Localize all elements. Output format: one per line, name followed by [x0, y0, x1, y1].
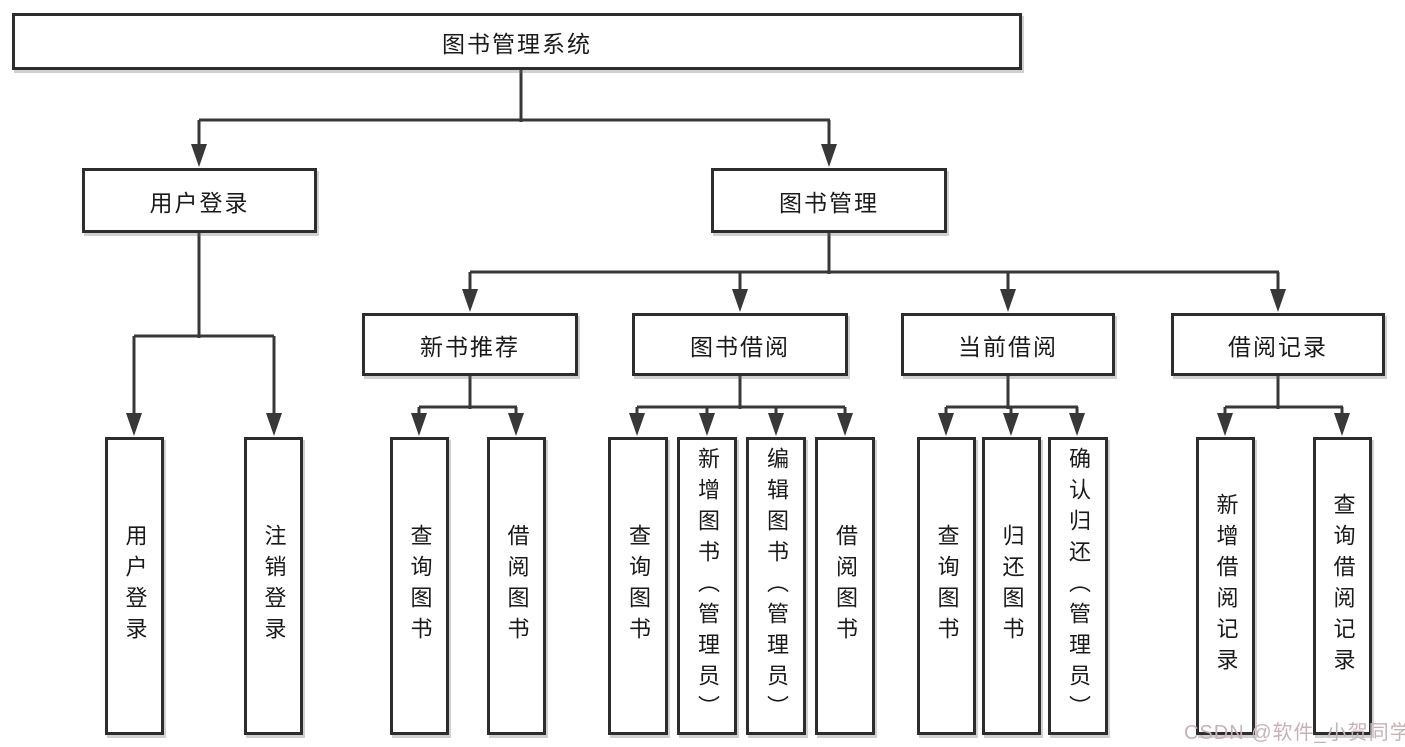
- node-book-management: 图书管理: [711, 168, 947, 233]
- leaf-add-borrow-record: 新增借阅记录: [1196, 437, 1255, 735]
- leaf-confirm-return-admin: 确认归还（管理员）: [1048, 437, 1108, 735]
- csdn-watermark: CSDN @软件_小贺同学: [1184, 722, 1405, 744]
- node-book-borrowing: 图书借阅: [632, 313, 848, 376]
- leaf-borrow-books-1: 借阅图书: [487, 437, 546, 735]
- leaf-borrow-books-2: 借阅图书: [815, 437, 875, 735]
- node-user-login: 用户登录: [82, 168, 317, 233]
- leaf-query-borrow-record: 查询借阅记录: [1313, 437, 1372, 735]
- leaf-query-books-1: 查询图书: [390, 437, 449, 735]
- leaf-add-book-admin: 新增图书（管理员）: [677, 437, 737, 735]
- leaf-query-books-2: 查询图书: [608, 437, 668, 735]
- leaf-logout: 注销登录: [244, 437, 303, 735]
- leaf-query-books-3: 查询图书: [917, 437, 976, 735]
- leaf-user-login: 用户登录: [105, 437, 164, 735]
- leaf-return-book: 归还图书: [982, 437, 1041, 735]
- node-new-book-recommend: 新书推荐: [362, 313, 578, 376]
- leaf-edit-book-admin: 编辑图书（管理员）: [746, 437, 806, 735]
- node-current-borrowing: 当前借阅: [901, 313, 1115, 376]
- node-root: 图书管理系统: [12, 13, 1022, 70]
- node-borrow-records: 借阅记录: [1171, 313, 1385, 376]
